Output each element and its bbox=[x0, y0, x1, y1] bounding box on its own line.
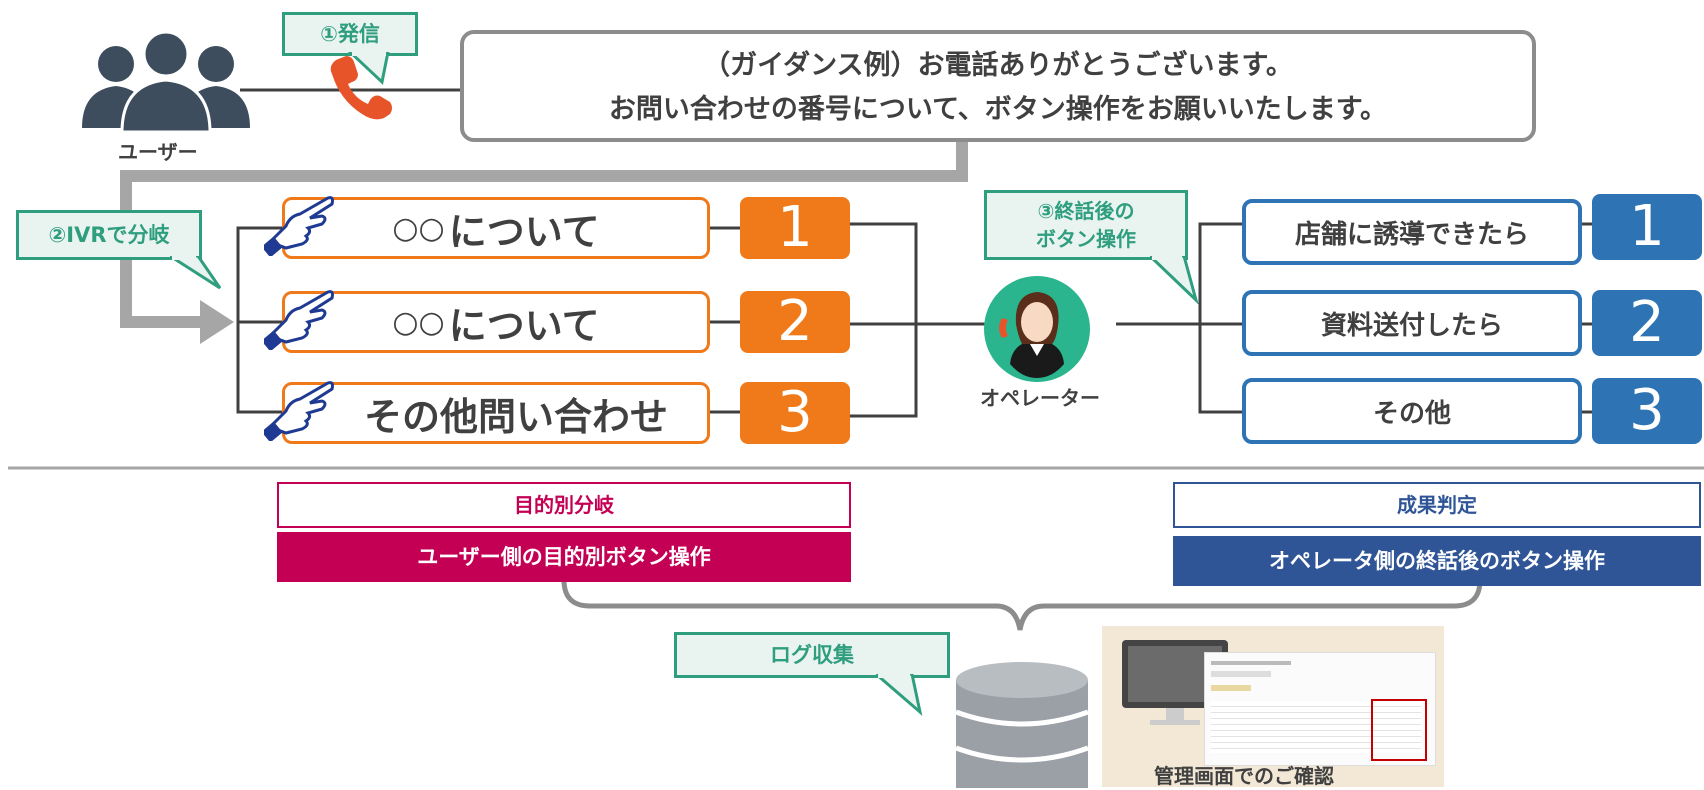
phone-icon bbox=[330, 56, 392, 120]
guidance-line-1: （ガイダンス例）お電話ありがとうございます。 bbox=[703, 50, 1293, 81]
result-item-3: その他 bbox=[1242, 378, 1582, 444]
result-item-1-label: 店舗に誘導できたら bbox=[1294, 219, 1529, 250]
after-call-callout-tail bbox=[1150, 256, 1199, 305]
menu-item-2-dots: ○○ bbox=[392, 304, 445, 340]
after-call-callout-line-2: ボタン操作 bbox=[1036, 227, 1136, 251]
log-callout-text: ログ収集 bbox=[770, 643, 854, 667]
menu-item-1-label: について bbox=[448, 209, 600, 254]
purpose-box-title: 目的別分岐 bbox=[277, 482, 851, 528]
users-icon bbox=[82, 30, 250, 134]
log-callout: ログ収集 bbox=[674, 632, 950, 678]
menu-number-3: 3 bbox=[740, 382, 850, 444]
pointing-hand-icon bbox=[264, 196, 334, 256]
call-callout-text: ①発信 bbox=[320, 22, 380, 46]
operator-label: オペレーター bbox=[980, 386, 1100, 410]
menu-item-2: ○○ について bbox=[282, 291, 710, 353]
call-callout: ①発信 bbox=[282, 12, 418, 56]
result-item-3-label: その他 bbox=[1372, 398, 1451, 429]
result-item-1: 店舗に誘導できたら bbox=[1242, 199, 1582, 265]
result-number-1: 1 bbox=[1592, 194, 1702, 260]
menu-item-2-label: について bbox=[448, 303, 600, 348]
result-number-3: 3 bbox=[1592, 378, 1702, 444]
call-callout-tail bbox=[348, 52, 390, 85]
menu-item-3: その他問い合わせ bbox=[282, 382, 710, 444]
log-callout-tail bbox=[876, 674, 923, 717]
admin-screenshot bbox=[1204, 652, 1436, 766]
operator-avatar-icon bbox=[984, 276, 1090, 382]
result-item-2: 資料送付したら bbox=[1242, 290, 1582, 356]
guidance-bubble: （ガイダンス例）お電話ありがとうございます。 お問い合わせの番号について、ボタン… bbox=[460, 30, 1536, 142]
result-box-subtitle: オペレータ側の終話後のボタン操作 bbox=[1173, 536, 1701, 586]
result-number-2: 2 bbox=[1592, 290, 1702, 356]
user-label: ユーザー bbox=[118, 140, 198, 164]
admin-caption: 管理画面でのご確認 bbox=[1154, 764, 1334, 788]
purpose-box-subtitle: ユーザー側の目的別ボタン操作 bbox=[277, 532, 851, 582]
result-box-title: 成果判定 bbox=[1173, 482, 1701, 528]
after-call-callout: ③終話後の ボタン操作 bbox=[984, 190, 1188, 260]
menu-number-2: 2 bbox=[740, 291, 850, 353]
menu-item-1: ○○ について bbox=[282, 197, 710, 259]
guidance-line-2: お問い合わせの番号について、ボタン操作をお願いいたします。 bbox=[608, 94, 1388, 125]
menu-number-1: 1 bbox=[740, 197, 850, 259]
database-icon bbox=[955, 662, 1089, 788]
admin-panel: 管理画面でのご確認 bbox=[1102, 626, 1444, 788]
result-item-2-label: 資料送付したら bbox=[1320, 310, 1503, 341]
after-call-callout-line-1: ③終話後の bbox=[1037, 199, 1135, 223]
ivr-callout-tail bbox=[170, 256, 222, 290]
pointing-hand-icon bbox=[264, 381, 334, 441]
pointing-hand-icon bbox=[264, 290, 334, 350]
ivr-callout: ②IVRで分岐 bbox=[16, 210, 202, 260]
ivr-callout-text: ②IVRで分岐 bbox=[48, 223, 170, 247]
menu-item-3-label: その他問い合わせ bbox=[363, 394, 668, 439]
menu-item-1-dots: ○○ bbox=[392, 210, 445, 246]
